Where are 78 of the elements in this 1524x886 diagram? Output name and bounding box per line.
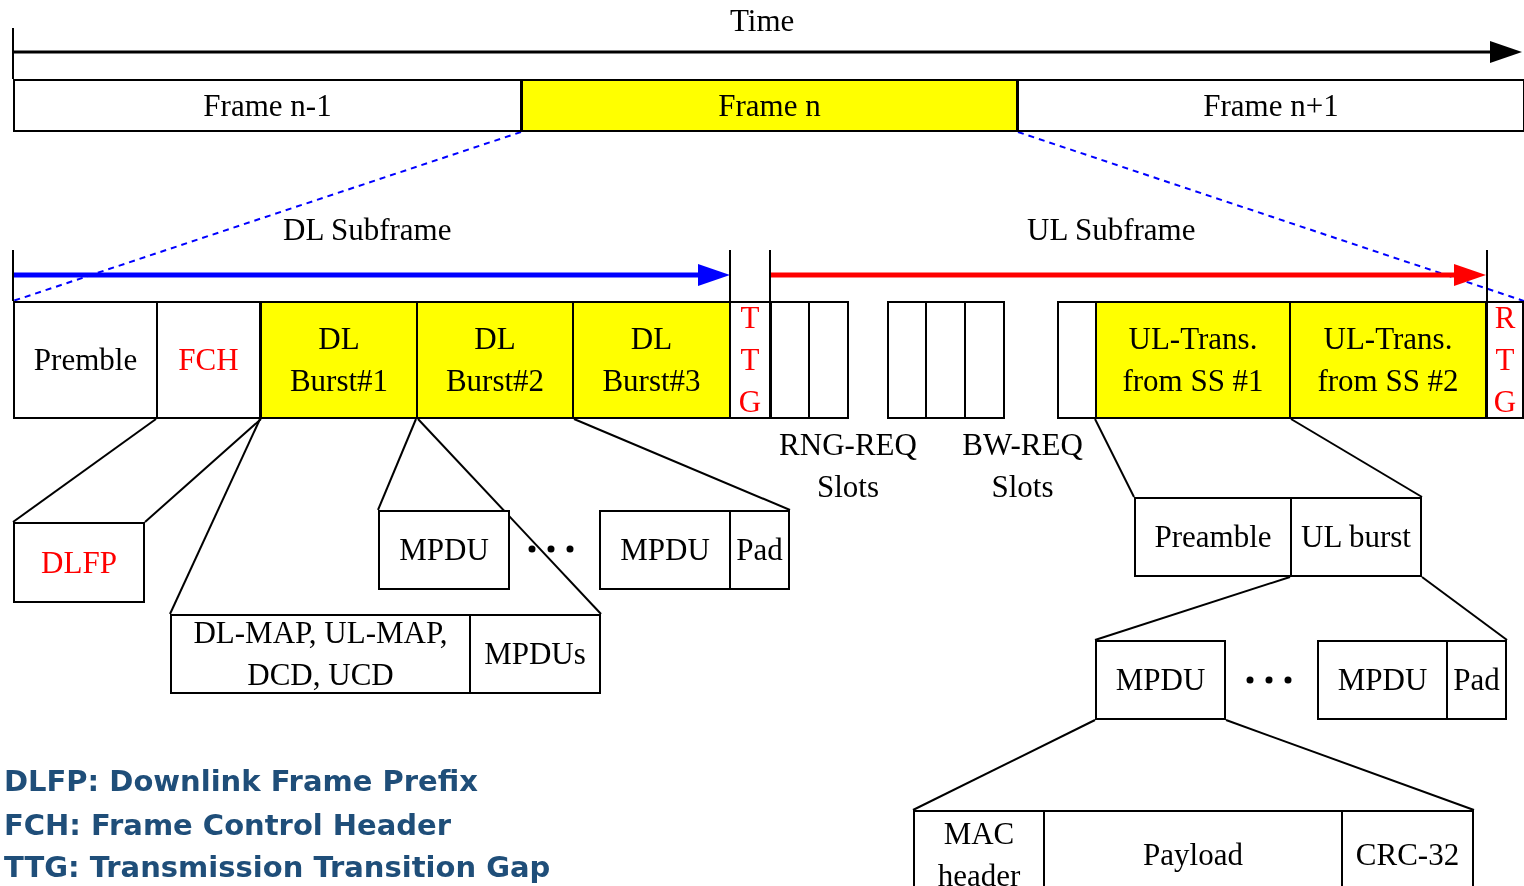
dashed-zoom-line — [1017, 131, 1524, 302]
frame-cell — [13, 79, 522, 132]
field-label: MPDU — [620, 531, 710, 570]
mpdu-field — [469, 614, 601, 694]
zoom-line — [1225, 719, 1475, 811]
slot-group-label: RNG-REQ Slots — [778, 426, 918, 506]
mpdu-field — [1095, 640, 1226, 720]
field-label: UL-Trans. from SS #1 — [1121, 320, 1265, 400]
zoom-line — [169, 418, 261, 615]
burst-field — [1095, 301, 1291, 419]
field-label: T T G — [738, 299, 762, 421]
field-label: Payload — [1143, 836, 1243, 875]
subframe-label: DL Subframe — [283, 212, 452, 248]
field-label: Frame n+1 — [1203, 86, 1339, 125]
zoom-line — [144, 418, 262, 523]
zoom-line — [912, 719, 1096, 811]
slot-box — [887, 301, 927, 419]
field-label: MPDU — [1115, 661, 1206, 700]
field-label: Pad — [1453, 661, 1500, 700]
mpdu-field — [599, 510, 731, 590]
field-label: Frame n — [718, 86, 821, 125]
mpdu-field — [1317, 640, 1448, 720]
crc-field — [1341, 810, 1474, 886]
mpdu-field — [378, 510, 510, 590]
dashed-zoom-line — [12, 131, 522, 302]
zoom-line — [377, 418, 417, 511]
preamble-field — [13, 301, 158, 419]
frame-cell — [1017, 79, 1524, 132]
field-label: MPDU — [1337, 661, 1428, 700]
field-label: DL-MAP, UL-MAP, DCD, UCD — [192, 614, 449, 694]
zoom-line — [1094, 576, 1291, 641]
note-text: DLFP: Downlink Frame Prefix — [4, 764, 478, 798]
field-label: MAC header — [936, 815, 1022, 886]
gap-field — [729, 301, 771, 419]
preamble-field — [1134, 497, 1292, 577]
field-label: DL Burst#1 — [288, 320, 390, 400]
axis-label: Time — [730, 3, 795, 39]
field-label: Pad — [736, 531, 783, 570]
pad-field — [1446, 640, 1507, 720]
burst-field — [1289, 301, 1487, 419]
burst-field — [416, 301, 574, 419]
slot-group-label: BW-REQ Slots — [961, 426, 1084, 506]
field-label: UL-Trans. from SS #2 — [1316, 320, 1460, 400]
field-label: DL Burst#3 — [601, 320, 702, 400]
field-label: MPDUs — [484, 635, 586, 674]
zoom-line — [417, 418, 602, 615]
slot-box — [808, 301, 849, 419]
field-label: DLFP — [41, 543, 117, 582]
slot-box — [925, 301, 966, 419]
burst-field — [572, 301, 731, 419]
note-text: FCH: Frame Control Header — [4, 808, 452, 842]
field-label: FCH — [178, 341, 239, 380]
field-label: CRC-32 — [1355, 836, 1460, 875]
field-label: Frame n-1 — [203, 86, 332, 125]
field-label: DL Burst#2 — [444, 320, 546, 400]
subframe-label: UL Subframe — [1027, 212, 1196, 248]
burst-field — [260, 301, 418, 419]
field-label: R T G — [1493, 299, 1517, 421]
field-label: Preamble — [1154, 518, 1272, 557]
slot-box — [770, 301, 810, 419]
header-field — [913, 810, 1045, 886]
field-label: MPDU — [399, 531, 489, 570]
zoom-line — [12, 418, 157, 523]
zoom-line — [573, 418, 791, 511]
field-label: UL burst — [1301, 518, 1411, 557]
burst-field — [1290, 497, 1422, 577]
zoom-line — [1094, 418, 1135, 498]
slot-box — [1057, 301, 1097, 419]
frame-cell — [521, 79, 1018, 132]
prefix-field — [13, 522, 145, 603]
slot-box — [964, 301, 1005, 419]
pad-field — [729, 510, 790, 590]
note-text: TTG: Transmission Transition Gap — [4, 850, 551, 884]
fch-field — [156, 301, 261, 419]
field-label: Premble — [33, 341, 138, 380]
gap-field — [1486, 301, 1524, 419]
zoom-line — [1421, 576, 1508, 641]
zoom-line — [1290, 418, 1423, 498]
